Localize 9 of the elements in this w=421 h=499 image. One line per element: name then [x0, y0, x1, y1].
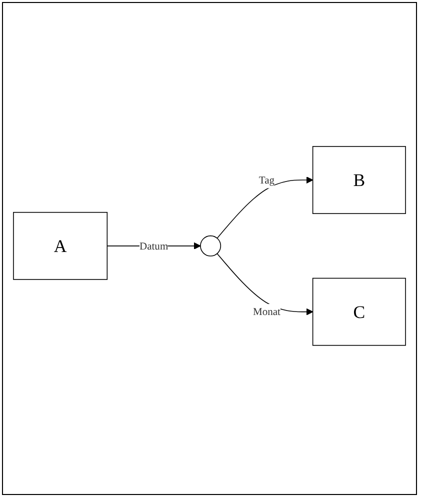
node-box: B — [312, 146, 406, 214]
node-box: C — [312, 278, 406, 346]
edge-label: Monat — [253, 306, 280, 318]
arrow — [216, 253, 314, 316]
node-circle — [200, 235, 222, 256]
edge-label: Datum — [140, 240, 168, 252]
edge-label: Tag — [258, 174, 275, 186]
arrow — [216, 176, 314, 239]
node-box: A — [13, 212, 108, 280]
